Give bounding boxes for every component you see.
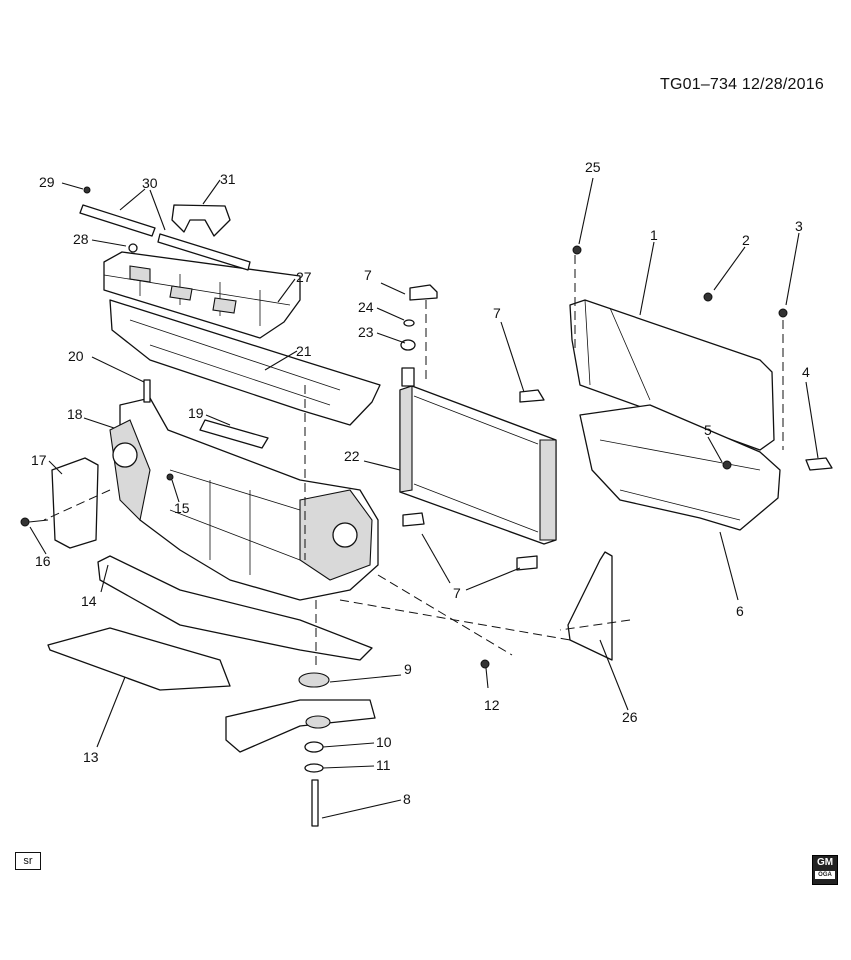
- callout-12: 12: [484, 697, 500, 713]
- callout-17: 17: [31, 452, 47, 468]
- callout-14: 14: [81, 593, 97, 609]
- radiator: [399, 367, 557, 545]
- callout-leaders: [29, 177, 819, 819]
- callout-29: 29: [39, 174, 55, 190]
- callout-23: 23: [358, 324, 374, 340]
- radiator-support-assembly: [109, 299, 381, 601]
- radiator-upper-cover: [103, 251, 301, 339]
- callout-labels: 1 2 3 4 5 6 7 7 7 7 8 9 10 11 12 13 14 1…: [31, 159, 810, 807]
- headlamp-filler-panel: [51, 457, 99, 549]
- lower-air-deflector: [47, 627, 231, 691]
- callout-15: 15: [174, 500, 190, 516]
- sr-badge: sr: [15, 852, 41, 870]
- callout-25: 25: [585, 159, 601, 175]
- sealing-strip: [79, 204, 251, 271]
- callout-31: 31: [220, 171, 236, 187]
- hood-latch-pin: [143, 379, 151, 403]
- lower-bolt: [480, 659, 490, 689]
- callout-24: 24: [358, 299, 374, 315]
- radiator-cap-and-seal: [400, 319, 416, 351]
- callout-28: 28: [73, 231, 89, 247]
- callout-7b: 7: [493, 305, 501, 321]
- callout-7c: 7: [453, 585, 461, 601]
- callout-27: 27: [296, 269, 312, 285]
- callout-20: 20: [68, 348, 84, 364]
- push-pin-retainer: [83, 186, 138, 253]
- callout-6: 6: [736, 603, 744, 619]
- air-deflector-side: [567, 551, 613, 661]
- gm-logo: GM OGA: [812, 855, 838, 885]
- gm-logo-sub: OGA: [815, 871, 835, 879]
- callout-11: 11: [376, 757, 391, 773]
- radiator-support-mount: [225, 672, 376, 827]
- callout-4: 4: [802, 364, 810, 380]
- assembly-guide-lines: [43, 255, 784, 668]
- air-baffle-bracket: [171, 204, 231, 237]
- hood-bumper: [199, 419, 269, 449]
- callout-3: 3: [795, 218, 803, 234]
- callout-22: 22: [344, 448, 360, 464]
- callout-10: 10: [376, 734, 392, 750]
- callout-9: 9: [404, 661, 412, 677]
- fan-shroud-lower: [579, 404, 781, 531]
- callout-1: 1: [650, 227, 658, 243]
- callout-16: 16: [35, 553, 51, 569]
- shroud-clips: [572, 245, 833, 471]
- callout-18: 18: [67, 406, 83, 422]
- callout-8: 8: [403, 791, 411, 807]
- callout-21: 21: [296, 343, 312, 359]
- callout-19: 19: [188, 405, 204, 421]
- lower-tie-bar: [97, 555, 373, 661]
- fan-shroud-upper: [569, 299, 775, 451]
- gm-logo-main: GM: [816, 857, 834, 868]
- radiator-insulators: [402, 284, 545, 571]
- bolt-fastener: [20, 473, 174, 527]
- callout-30: 30: [142, 175, 158, 191]
- callout-2: 2: [742, 232, 750, 248]
- callout-13: 13: [83, 749, 99, 765]
- callout-5: 5: [704, 422, 712, 438]
- callout-7a: 7: [364, 267, 372, 283]
- callout-26: 26: [622, 709, 638, 725]
- document-reference: TG01–734 12/28/2016: [660, 76, 824, 93]
